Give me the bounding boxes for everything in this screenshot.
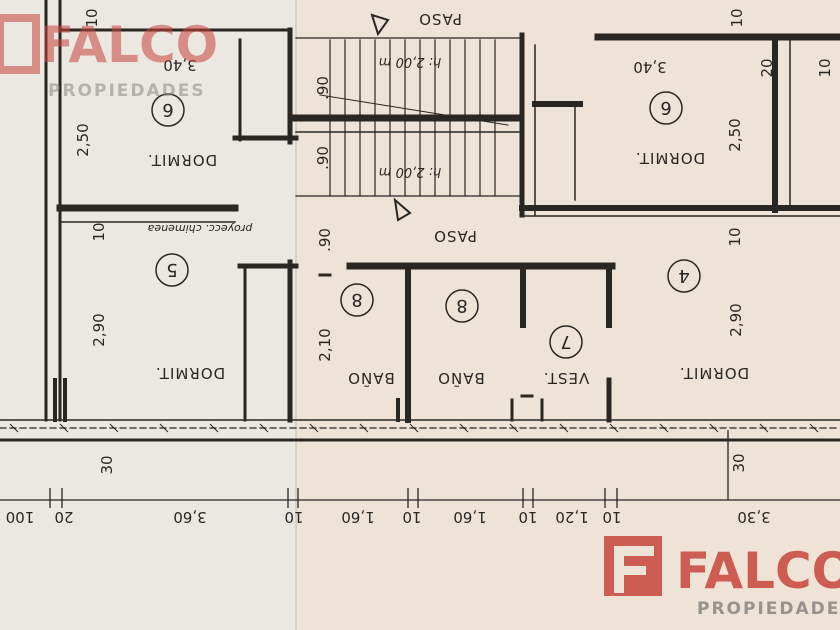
dim-chain-7: 1,60 xyxy=(453,508,486,526)
paper-right xyxy=(295,0,840,630)
handwritten-note: proyecc. chimenea xyxy=(147,222,253,235)
paso-label-bottom: PASO xyxy=(433,227,477,245)
room-number-vest: 7 xyxy=(560,331,571,352)
room-label-5: DORMIT. xyxy=(155,364,225,382)
watermark-tagline-bottom: PROPIEDADES xyxy=(697,599,840,619)
room-number-5: 5 xyxy=(166,259,177,280)
dim-chain-2: 20 xyxy=(54,508,73,526)
room-number-bath-b: 8 xyxy=(456,295,467,316)
dim-wall-5: 20 xyxy=(758,58,776,77)
room-labels: DORMIT. 6 DORMIT. 5 BAÑO 8 BAÑO 8 VEST. … xyxy=(147,10,749,388)
dim-chain-10: 10 xyxy=(602,508,621,526)
dim-depth-6-left: 2,50 xyxy=(74,123,92,156)
stair-arrows xyxy=(370,13,412,222)
watermark-bottom-right: FALCO PROPIEDADES xyxy=(604,536,840,619)
dim-depth-6-right: 2,50 xyxy=(726,118,744,151)
dim-wall-7: 30 xyxy=(98,455,116,474)
room-number-6-right: 6 xyxy=(660,97,671,118)
room-label-6-left: DORMIT. xyxy=(147,151,217,169)
watermark-brand-bottom: FALCO xyxy=(676,542,840,600)
dim-wall-4: 10 xyxy=(728,8,746,27)
dim-chain-3: 3,60 xyxy=(173,508,206,526)
dim-chain-9: 1,20 xyxy=(555,508,588,526)
dimension-labels: 3,40 3,40 2,50 2,90 2,10 2,90 2,50 10 10… xyxy=(6,8,834,526)
dim-chain-1: 100 xyxy=(6,508,35,526)
dim-width-6-left: 3,40 xyxy=(163,56,196,74)
dim-wall-2: 10 xyxy=(90,222,108,241)
dim-width-6-right: 3,40 xyxy=(633,58,666,76)
watermark-brand-top: FALCO xyxy=(40,16,218,74)
falco-logo-glyph xyxy=(614,546,654,593)
room-label-bath-b: BAÑO xyxy=(437,369,485,388)
dim-stair-3: .90 xyxy=(316,228,334,252)
room-label-6-right: DORMIT. xyxy=(635,149,705,167)
room-label-4: DORMIT. xyxy=(679,364,749,382)
dim-stair-1: .90 xyxy=(314,76,332,100)
dim-wall-6: 10 xyxy=(816,58,834,77)
dim-chain-11: 3,30 xyxy=(737,508,770,526)
stair-note-top: h: 2,00 m xyxy=(379,54,442,69)
bottom-dimension-line xyxy=(0,430,840,508)
watermark-tagline-top: PROPIEDADES xyxy=(48,81,206,101)
room-number-circles xyxy=(151,91,701,359)
room-number-6-left: 6 xyxy=(162,99,173,120)
room-number-4: 4 xyxy=(678,265,689,286)
dim-wall-3: 10 xyxy=(726,227,744,246)
dim-stair-2: .90 xyxy=(314,146,332,170)
dim-chain-8: 10 xyxy=(518,508,537,526)
dim-wall-8: 30 xyxy=(730,453,748,472)
watermark-top-left: FALCO PROPIEDADES xyxy=(0,14,218,101)
dim-chain-5: 1,60 xyxy=(341,508,374,526)
dim-wall-1: 10 xyxy=(83,8,101,27)
dim-depth-5: 2,90 xyxy=(90,313,108,346)
room-label-bath-a: BAÑO xyxy=(347,369,395,388)
dim-depth-4: 2,90 xyxy=(727,303,745,336)
paso-label-top: PASO xyxy=(418,10,462,28)
falco-logo-mark xyxy=(0,14,40,74)
dim-depth-bath: 2,10 xyxy=(316,328,334,361)
bottom-wall-hatch xyxy=(9,423,819,433)
room-label-vest: VEST. xyxy=(543,369,589,387)
walls xyxy=(0,0,840,442)
dim-chain-6: 10 xyxy=(402,508,421,526)
room-number-bath-a: 8 xyxy=(351,289,362,310)
stair-note-bottom: h: 2,00 m xyxy=(379,164,442,179)
dim-chain-4: 10 xyxy=(284,508,303,526)
